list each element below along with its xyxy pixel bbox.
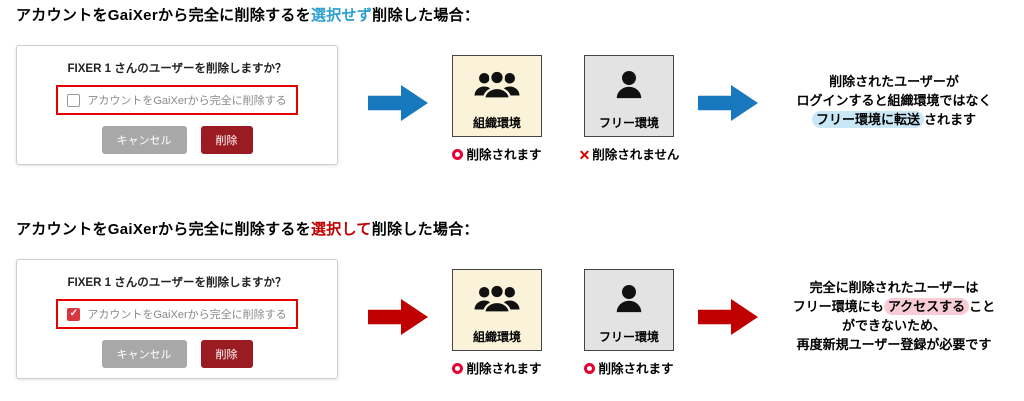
circle-marker-icon (452, 149, 464, 160)
circle-marker-icon (584, 363, 596, 374)
cancel-button[interactable]: キャンセル (101, 340, 187, 368)
free-environment-box: フリー環境 (584, 269, 674, 351)
org-status: 削除されます (427, 358, 567, 377)
status-text: 削除されます (466, 148, 542, 162)
free-status: ✕削除されません (559, 144, 699, 164)
result-highlight: フリー環境に転送 (811, 111, 924, 128)
result-line: フリー環境にもアクセスすること (768, 297, 1020, 316)
result-text: 再度新規ユーザー登録が必要です (796, 337, 992, 352)
dialog-button-row: キャンセル 削除 (17, 126, 337, 154)
heading-pre: アカウントをGaiXerから完全に削除するを (16, 221, 311, 238)
permanent-delete-option[interactable]: アカウントをGaiXerから完全に削除する (56, 85, 298, 115)
free-environment-box: フリー環境 (584, 55, 674, 137)
flow-arrow-right-icon (698, 85, 758, 121)
checkbox-label: アカウントをGaiXerから完全に削除する (87, 95, 287, 107)
dialog-title-text: さんのユーザーを削除しますか？ (111, 63, 287, 75)
result-text: 削除されたユーザーが (829, 74, 959, 89)
result-note: 削除されたユーザーが ログインすると組織環境ではなく フリー環境に転送されます (768, 72, 1020, 129)
heading-emphasis: 選択して (310, 221, 372, 238)
delete-confirm-dialog: FIXER 1 さんのユーザーを削除しますか？ アカウントをGaiXerから完全… (16, 45, 338, 165)
env-label: 組織環境 (472, 116, 521, 130)
cancel-button[interactable]: キャンセル (101, 126, 187, 154)
dialog-button-row: キャンセル 削除 (17, 340, 337, 368)
dialog-title-text: さんのユーザーを削除しますか？ (111, 277, 287, 289)
result-text: ができないため、 (841, 318, 946, 333)
dialog-title: FIXER 1 さんのユーザーを削除しますか？ (17, 60, 337, 76)
permanent-delete-option[interactable]: ✓ アカウントをGaiXerから完全に削除する (56, 299, 298, 329)
circle-marker-icon (452, 363, 464, 374)
result-line: ができないため、 (768, 316, 1020, 335)
check-icon: ✓ (69, 308, 79, 319)
result-text: 完全に削除されたユーザーは (809, 280, 979, 295)
scenario-selected: アカウントをGaiXerから完全に削除するを選択して削除した場合： FIXER … (0, 214, 1024, 401)
status-text: 削除されません (592, 148, 680, 162)
result-line: フリー環境に転送されます (768, 110, 1020, 129)
env-label: フリー環境 (598, 116, 659, 130)
result-text: フリー環境にも (792, 299, 884, 314)
scenario-not-selected: アカウントをGaiXerから完全に削除するを選択せず削除した場合： FIXER … (0, 0, 1024, 187)
result-text: されます (924, 112, 977, 127)
checkbox-unchecked-icon[interactable] (67, 93, 81, 107)
result-line: ログインすると組織環境ではなく (768, 91, 1020, 110)
section-heading: アカウントをGaiXerから完全に削除するを選択して削除した場合： (16, 218, 479, 239)
result-line: 削除されたユーザーが (768, 72, 1020, 91)
person-icon (615, 56, 643, 114)
org-environment-box: 組織環境 (452, 269, 542, 351)
result-text: ログインすると組織環境ではなく (796, 93, 992, 108)
result-text: こと (969, 299, 996, 314)
status-text: 削除されます (598, 362, 674, 376)
heading-post: 削除した場合： (371, 221, 479, 238)
heading-emphasis: 選択せず (310, 7, 373, 24)
section-heading: アカウントをGaiXerから完全に削除するを選択せず削除した場合： (16, 4, 479, 25)
delete-confirm-dialog: FIXER 1 さんのユーザーを削除しますか？ ✓ アカウントをGaiXerから… (16, 259, 338, 379)
dialog-title: FIXER 1 さんのユーザーを削除しますか？ (17, 274, 337, 290)
cross-marker-icon: ✕ (578, 147, 591, 163)
group-icon (473, 270, 521, 328)
env-label: フリー環境 (598, 330, 659, 344)
delete-button[interactable]: 削除 (200, 340, 253, 368)
heading-pre: アカウントをGaiXerから完全に削除するを (16, 7, 311, 24)
status-text: 削除されます (466, 362, 542, 376)
person-icon (615, 270, 643, 328)
dialog-user-name: FIXER 1 (67, 277, 111, 289)
group-icon (473, 56, 521, 114)
org-status: 削除されます (427, 144, 567, 163)
env-label: 組織環境 (472, 330, 521, 344)
checkbox-checked-icon[interactable]: ✓ (67, 307, 81, 321)
result-line: 完全に削除されたユーザーは (768, 278, 1020, 297)
free-status: 削除されます (559, 358, 699, 377)
flow-arrow-right-icon (368, 299, 428, 335)
flow-arrow-right-icon (368, 85, 428, 121)
delete-button[interactable]: 削除 (200, 126, 253, 154)
org-environment-box: 組織環境 (452, 55, 542, 137)
dialog-user-name: FIXER 1 (67, 63, 111, 75)
result-line: 再度新規ユーザー登録が必要です (768, 335, 1020, 354)
flow-arrow-right-icon (698, 299, 758, 335)
checkbox-label: アカウントをGaiXerから完全に削除する (87, 309, 287, 321)
result-highlight: アクセスする (883, 298, 970, 315)
result-note: 完全に削除されたユーザーは フリー環境にもアクセスすること ができないため、 再… (768, 278, 1020, 354)
heading-post: 削除した場合： (372, 7, 480, 24)
